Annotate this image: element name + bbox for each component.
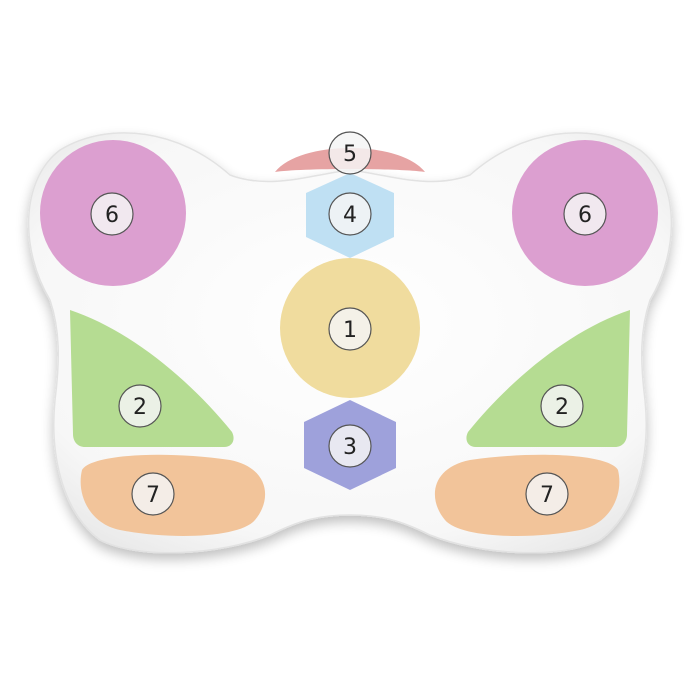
badge-right-middle: 2 — [540, 384, 584, 428]
svg-text:7: 7 — [146, 483, 160, 508]
svg-text:3: 3 — [343, 435, 357, 460]
badge-center-middle: 1 — [328, 307, 372, 351]
badge-left-top: 6 — [90, 192, 134, 236]
svg-text:1: 1 — [343, 318, 357, 343]
svg-text:4: 4 — [343, 203, 357, 228]
zone-right-middle — [466, 310, 630, 447]
svg-text:6: 6 — [578, 203, 592, 228]
svg-text:5: 5 — [343, 142, 357, 167]
badge-right-top: 6 — [563, 192, 607, 236]
badge-left-bottom: 7 — [131, 472, 175, 516]
badge-right-bottom: 7 — [525, 472, 569, 516]
badge-left-middle: 2 — [118, 384, 162, 428]
svg-text:2: 2 — [555, 395, 569, 420]
svg-text:2: 2 — [133, 395, 147, 420]
svg-text:6: 6 — [105, 203, 119, 228]
svg-text:7: 7 — [540, 483, 554, 508]
badge-center-top: 4 — [328, 192, 372, 236]
badge-neck-bolster: 5 — [328, 131, 372, 175]
zone-left-middle — [70, 310, 234, 447]
badge-center-bottom: 3 — [328, 424, 372, 468]
